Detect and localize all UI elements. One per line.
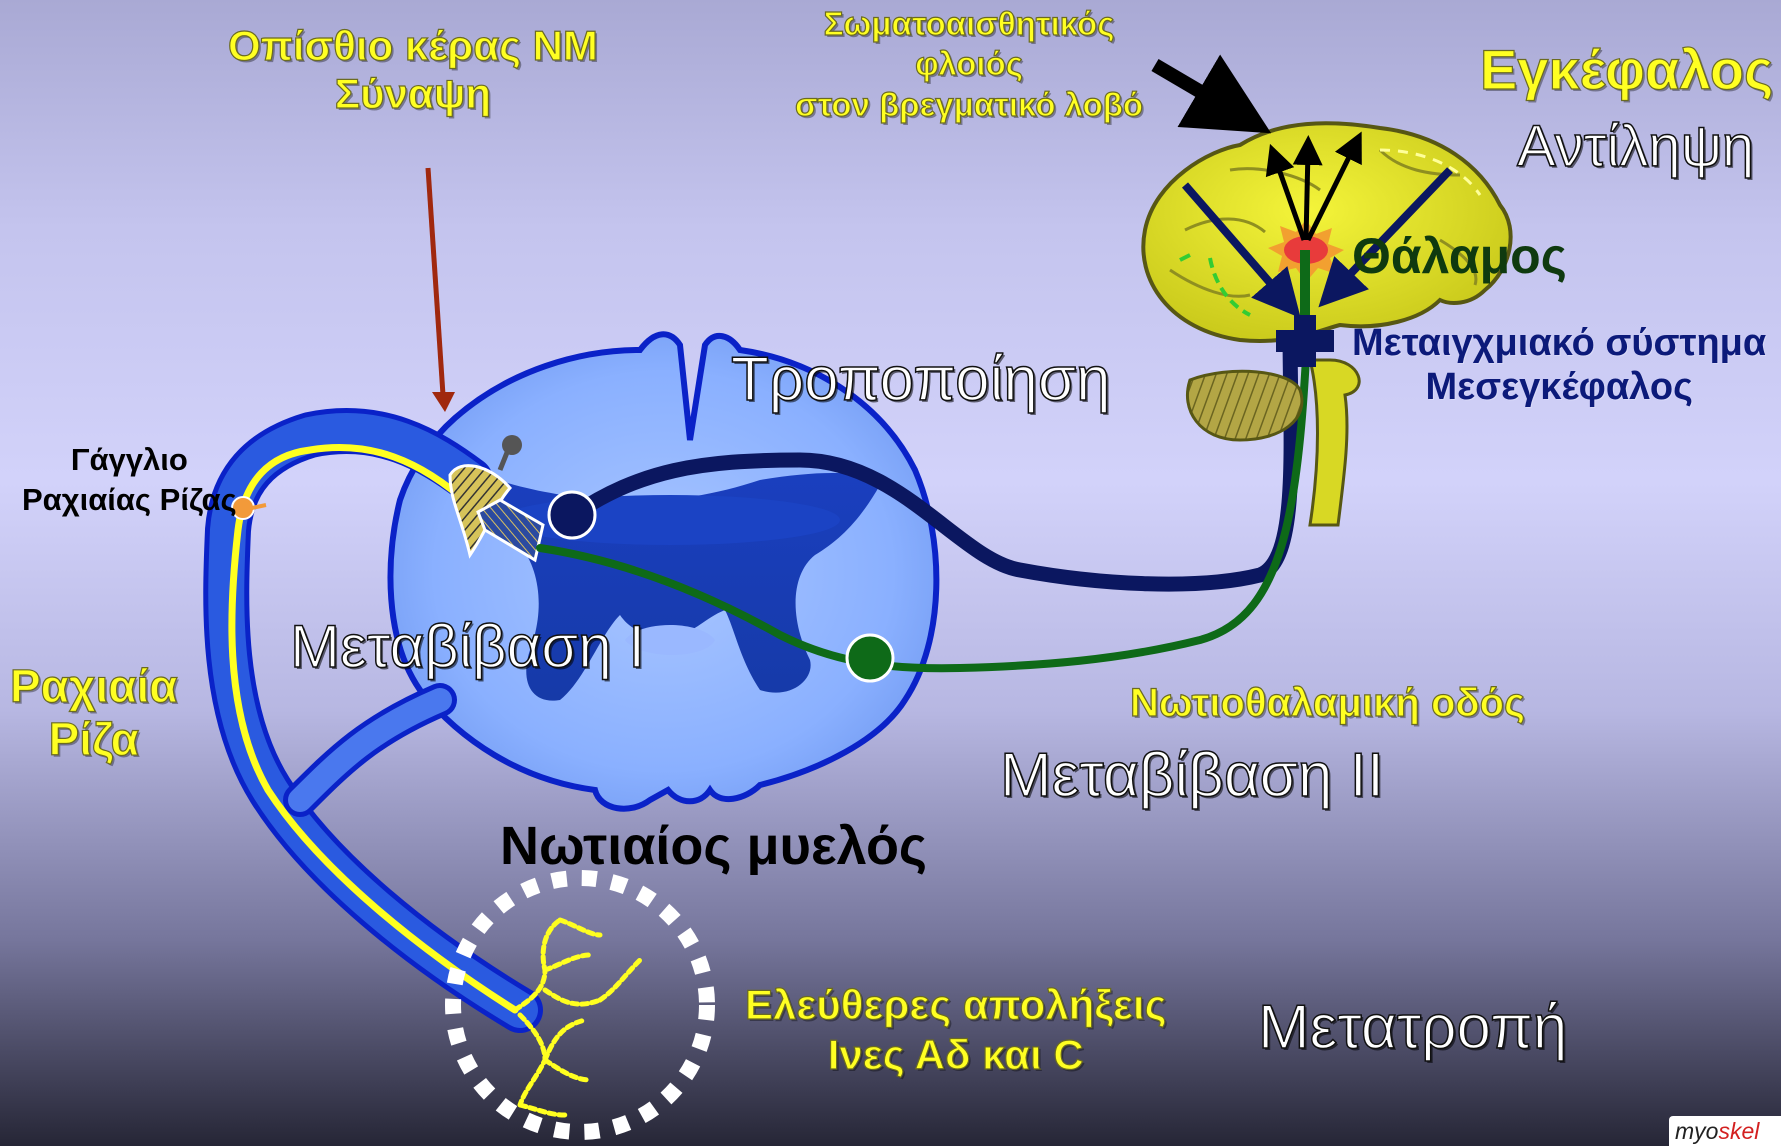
limbic-label: Μεταιγχμιακό σύστημα Μεσεγκέφαλος (1352, 322, 1766, 409)
cerebellum (1187, 371, 1301, 440)
cortex-label-line2: φλοιός (795, 44, 1143, 84)
dorsal-root-label-line2: Ρίζα (10, 713, 178, 766)
dorsal-root-label-line1: Ραχιαία (10, 660, 178, 713)
modulation-label: Τροποποίηση (731, 344, 1111, 415)
dorsal-horn-label-line1: Οπίσθιο κέρας ΝΜ (228, 22, 598, 70)
logo-prefix: myo (1675, 1118, 1718, 1144)
perception-label: Αντίληψη (1517, 114, 1754, 181)
limbic-label-line2: Μεσεγκέφαλος (1352, 366, 1766, 410)
cortex-label: Σωματοαισθητικός φλοιός στον βρεγματικό … (795, 4, 1143, 125)
free-endings-label-line2: Ινες Αδ και C (745, 1030, 1166, 1080)
spinothalamic-label: Νωτιοθαλαμική οδός (1130, 680, 1525, 726)
logo-suffix: skel (1718, 1118, 1759, 1144)
transmission-2-label: Μεταβίβαση ΙΙ (1000, 740, 1384, 811)
transmission-1-label: Μεταβίβαση Ι (290, 612, 645, 681)
ganglion-icon (232, 497, 266, 519)
dorsal-horn-label-line2: Σύναψη (228, 70, 598, 118)
dorsal-horn-neuron (549, 492, 595, 538)
transduction-label: Μετατροπή (1258, 992, 1567, 1063)
limbic-label-line1: Μεταιγχμιακό σύστημα (1352, 322, 1766, 366)
free-endings-label: Ελεύθερες απολήξεις Ινες Αδ και C (745, 980, 1166, 1081)
brain-label: Εγκέφαλος (1480, 38, 1773, 102)
cortex-label-line3: στον βρεγματικό λοβό (795, 85, 1143, 125)
spinal-cord-label: Νωτιαίος μυελός (500, 815, 927, 877)
ganglion-label-line2: Ραχιαίας Ρίζας (22, 480, 237, 520)
ganglion-label-line1: Γάγγλιο (22, 440, 237, 480)
cortex-pointer-arrow (1155, 65, 1235, 112)
cortex-label-line1: Σωματοαισθητικός (795, 4, 1143, 44)
ganglion-label: Γάγγλιο Ραχιαίας Ρίζας (22, 440, 237, 521)
dorsal-horn-label: Οπίσθιο κέρας ΝΜ Σύναψη (228, 22, 598, 119)
synapse-pointer-arrow (428, 168, 443, 395)
dorsal-root-label: Ραχιαία Ρίζα (10, 660, 178, 766)
free-endings-label-line1: Ελεύθερες απολήξεις (745, 980, 1166, 1030)
myoskel-logo: myoskel (1669, 1116, 1781, 1146)
second-order-neuron (847, 635, 893, 681)
thalamus-label: Θάλαμος (1352, 228, 1567, 286)
